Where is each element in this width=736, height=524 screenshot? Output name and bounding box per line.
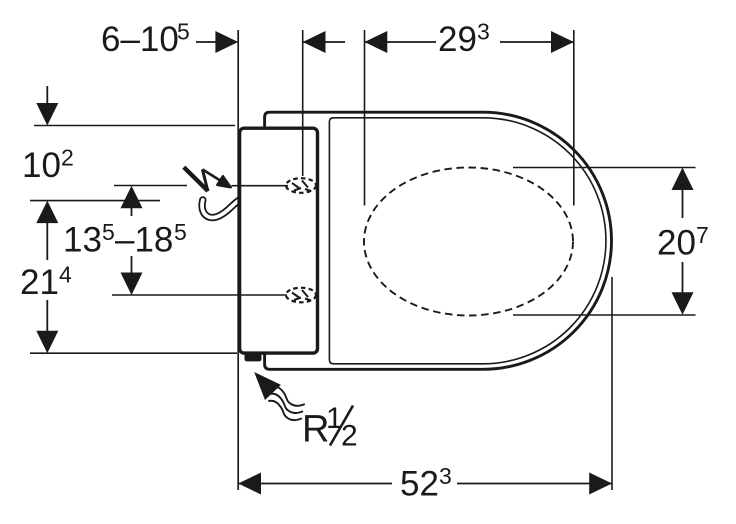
svg-text:R: R xyxy=(302,409,329,451)
svg-text:3: 3 xyxy=(477,18,490,44)
svg-text:20: 20 xyxy=(657,224,696,263)
svg-text:5: 5 xyxy=(174,219,187,245)
svg-text:13: 13 xyxy=(63,221,102,260)
svg-text:2: 2 xyxy=(61,144,74,170)
svg-text:2: 2 xyxy=(341,420,358,453)
svg-text:1: 1 xyxy=(326,402,343,435)
svg-text:29: 29 xyxy=(438,20,477,59)
svg-text:52: 52 xyxy=(400,465,439,504)
svg-text:4: 4 xyxy=(59,261,72,287)
svg-text:6–10: 6–10 xyxy=(101,20,179,59)
svg-text:21: 21 xyxy=(20,263,59,302)
svg-text:5: 5 xyxy=(102,219,115,245)
svg-text:5: 5 xyxy=(177,18,190,44)
svg-text:3: 3 xyxy=(439,463,452,489)
svg-text:10: 10 xyxy=(22,146,61,185)
svg-text:7: 7 xyxy=(696,222,709,248)
svg-text:–18: –18 xyxy=(115,221,173,260)
